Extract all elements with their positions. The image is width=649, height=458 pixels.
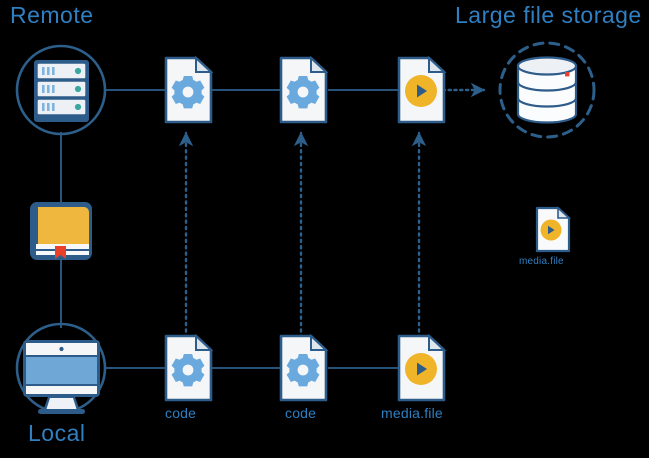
- book-icon: [30, 202, 92, 260]
- gear-file-icon: [279, 333, 329, 402]
- node-repository-book[interactable]: [30, 202, 92, 260]
- node-server[interactable]: [15, 44, 107, 136]
- play-triangle: [417, 84, 427, 98]
- gear-file-icon: [279, 55, 329, 124]
- zone-label-local: Local: [28, 420, 86, 446]
- node-workstation[interactable]: [15, 322, 107, 414]
- connector-lines: [60, 82, 486, 369]
- gear-file-icon: [164, 333, 214, 402]
- node-remote-media[interactable]: [397, 55, 447, 124]
- gear-file-icon: [164, 55, 214, 124]
- storage-dashed-circle: [498, 41, 596, 139]
- zone-label-large-file-storage: Large file storage: [455, 2, 642, 28]
- remote-circle: [15, 44, 107, 136]
- server-icon: [34, 60, 89, 122]
- play-triangle: [417, 362, 427, 376]
- media-file-icon: [397, 333, 447, 402]
- media-file-icon: [397, 55, 447, 124]
- node-remote-code-1[interactable]: [164, 55, 214, 124]
- node-stored-media[interactable]: [535, 206, 572, 253]
- node-label-local-media: media.file: [381, 405, 443, 421]
- node-database[interactable]: [498, 41, 596, 139]
- database-icon: [516, 56, 578, 124]
- node-remote-code-2[interactable]: [279, 55, 329, 124]
- play-triangle: [548, 225, 555, 235]
- node-local-media[interactable]: [397, 333, 447, 402]
- node-label-local-code-2: code: [285, 405, 317, 421]
- desktop-monitor-icon: [23, 340, 100, 414]
- media-file-icon: [535, 206, 572, 253]
- node-local-code-1[interactable]: [164, 333, 214, 402]
- node-label-stored-media: media.file: [519, 256, 564, 267]
- node-local-code-2[interactable]: [279, 333, 329, 402]
- node-label-local-code-1: code: [165, 405, 197, 421]
- zone-label-remote: Remote: [10, 2, 94, 28]
